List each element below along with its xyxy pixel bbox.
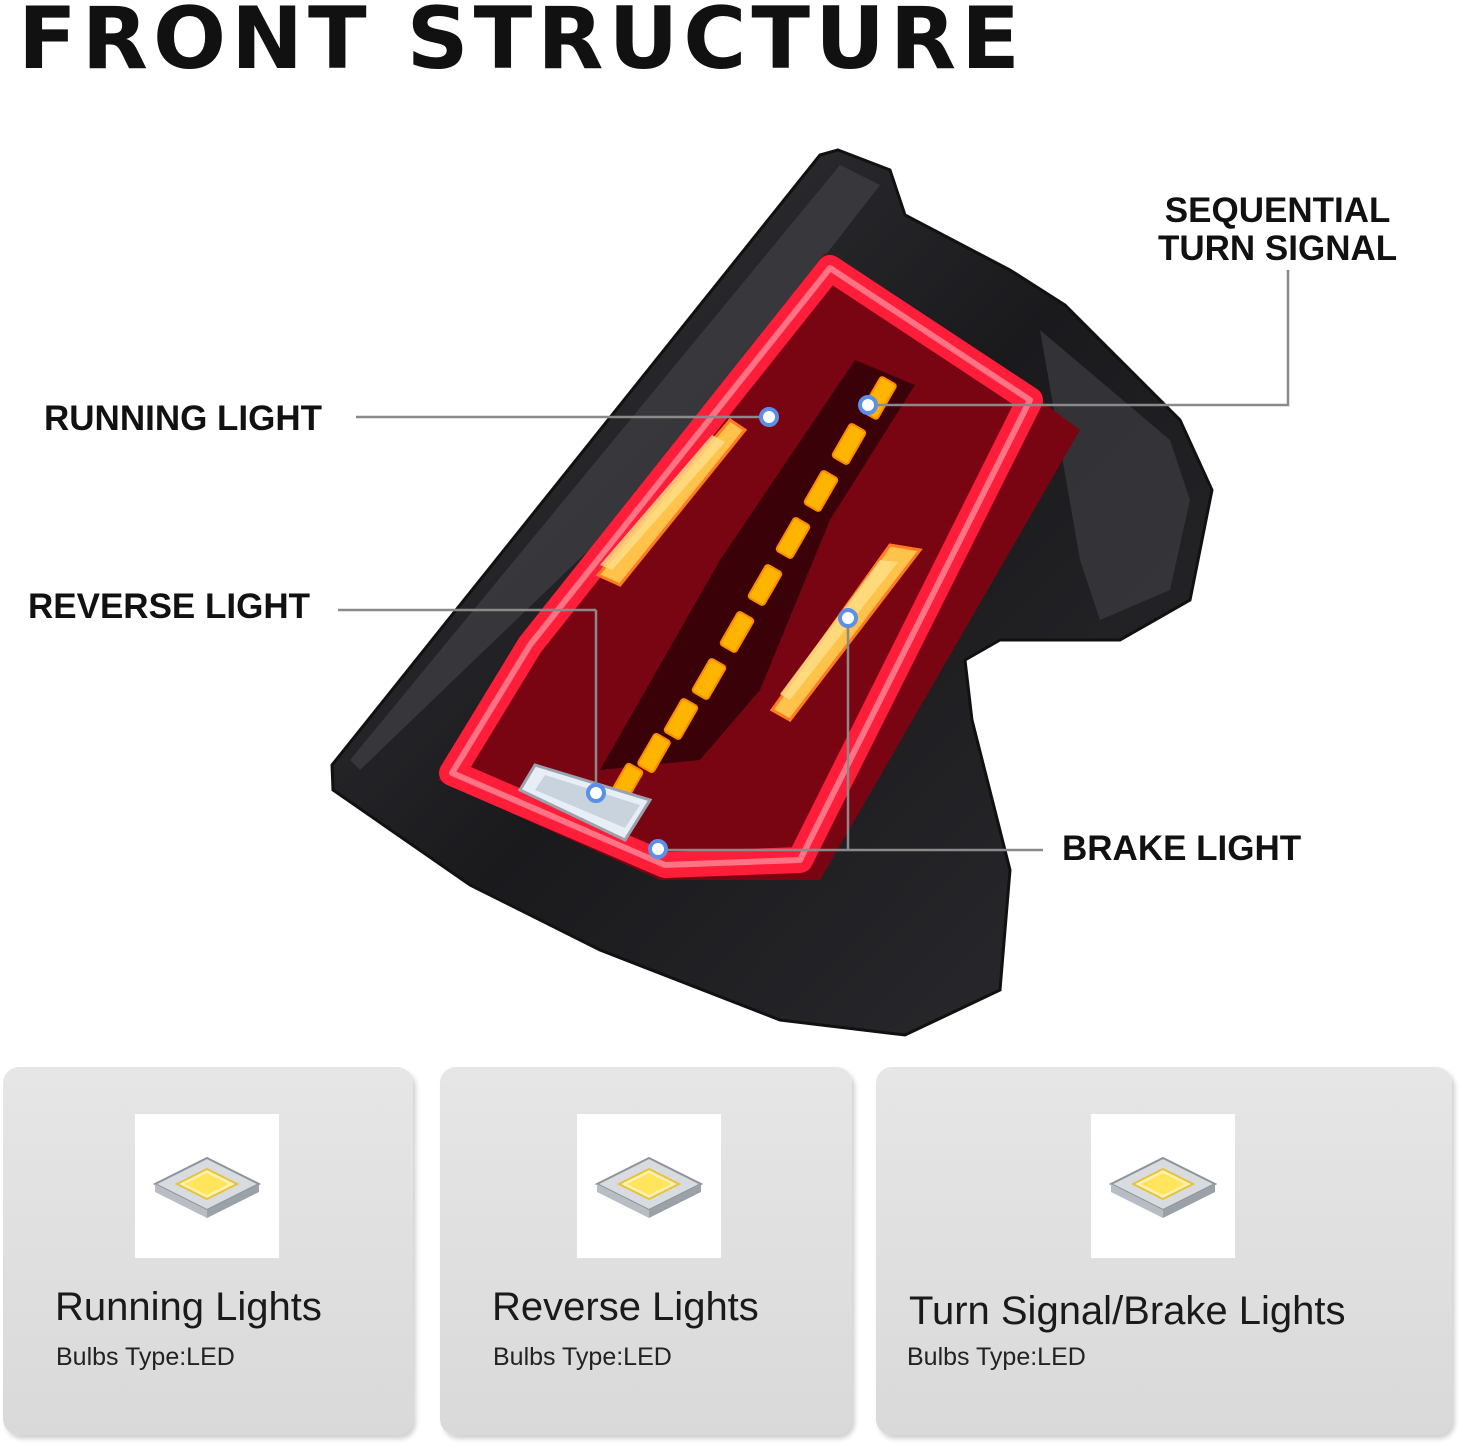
card-title: Running Lights [55, 1285, 322, 1329]
reverse-light-lens [517, 763, 653, 842]
led-chip-icon [1091, 1114, 1235, 1258]
sequential-marker [858, 395, 878, 415]
feature-card-turn-brake: Turn Signal/Brake Lights Bulbs Type:LED [876, 1067, 1452, 1435]
feature-card-running: Running Lights Bulbs Type:LED [3, 1067, 413, 1435]
reverse-light-marker [586, 783, 606, 803]
brake-light-marker-2 [648, 839, 668, 859]
card-bulb-type: Bulbs Type:LED [493, 1343, 672, 1371]
card-title: Turn Signal/Brake Lights [909, 1289, 1346, 1333]
running-light-marker [759, 407, 779, 427]
page-title: FRONT STRUCTURE [18, 0, 1025, 89]
led-chip-icon [135, 1114, 279, 1258]
reverse-light-label: REVERSE LIGHT [28, 587, 310, 626]
card-title: Reverse Lights [492, 1285, 759, 1329]
feature-card-reverse: Reverse Lights Bulbs Type:LED [440, 1067, 852, 1435]
card-bulb-type: Bulbs Type:LED [907, 1343, 1086, 1371]
brake-light-marker-1 [838, 608, 858, 628]
running-light-label: RUNNING LIGHT [44, 399, 323, 438]
brake-light-label: BRAKE LIGHT [1062, 829, 1302, 868]
led-chip-icon [577, 1114, 721, 1258]
sequential-turn-signal-label: SEQUENTIAL TURN SIGNAL [1158, 191, 1398, 268]
card-bulb-type: Bulbs Type:LED [56, 1343, 235, 1371]
